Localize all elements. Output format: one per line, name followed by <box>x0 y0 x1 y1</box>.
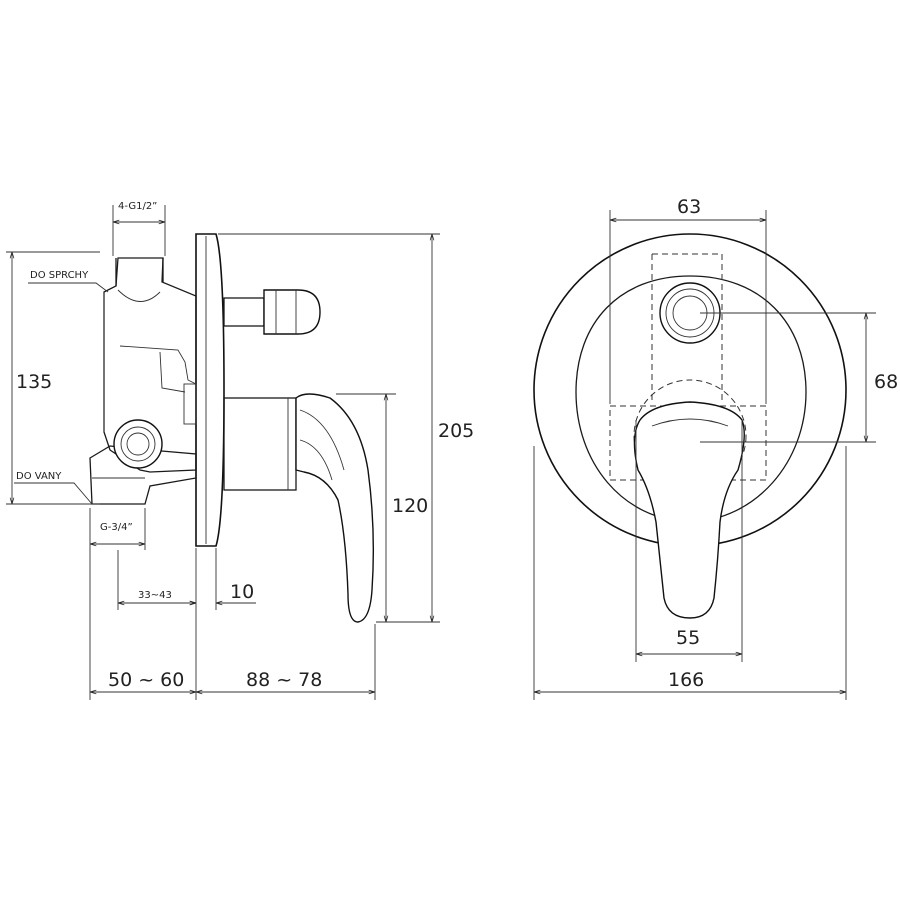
front-view <box>533 233 847 619</box>
center-distance-dim: 68 <box>874 371 898 393</box>
inlet-port-inner <box>120 426 156 462</box>
hidden-cartridge <box>633 379 747 493</box>
diverter-stem <box>223 297 265 327</box>
body-height-dim: 135 <box>16 371 52 393</box>
hidden-body-top <box>651 253 723 404</box>
inner-width-dim: 63 <box>677 196 701 218</box>
cartridge-housing <box>223 397 297 491</box>
lever-front <box>633 401 745 619</box>
shower-leader <box>28 282 109 293</box>
lever-front-contour <box>651 418 729 427</box>
plate-diameter-dim: 166 <box>668 669 704 691</box>
lever-handle <box>295 393 375 623</box>
inlet-port-core <box>126 432 150 456</box>
plate-gap-dim: 10 <box>230 581 254 603</box>
lever-height-dim: 120 <box>392 495 428 517</box>
body-nut <box>183 383 197 425</box>
outlet-thread-label: 4-G1/2” <box>118 201 157 212</box>
front-dimensions: 63 68 55 166 <box>533 196 898 700</box>
top-outlet <box>115 258 164 286</box>
side-view <box>89 233 375 623</box>
hidden-body-mid <box>609 405 767 481</box>
shower-outlet-label: DO SPRCHY <box>30 270 89 281</box>
side-dimensions: 4-G1/2” 135 DO SPRCHY DO VANY G-3/4” 33~… <box>6 201 474 700</box>
lever-contour <box>299 409 345 481</box>
diverter-knob <box>263 289 321 335</box>
bath-outlet-label: DO VANY <box>16 471 62 482</box>
projection-dim: 88 ~ 78 <box>246 669 322 691</box>
wall-plate <box>195 233 225 547</box>
body-depth-dim: 50 ~ 60 <box>108 669 184 691</box>
body-contour <box>117 289 197 393</box>
install-range-dim: 33~43 <box>138 590 172 601</box>
inlet-thread-label: G-3/4” <box>100 522 133 533</box>
bath-leader <box>14 482 93 505</box>
lever-width-dim: 55 <box>676 627 700 649</box>
total-height-dim: 205 <box>438 420 474 442</box>
